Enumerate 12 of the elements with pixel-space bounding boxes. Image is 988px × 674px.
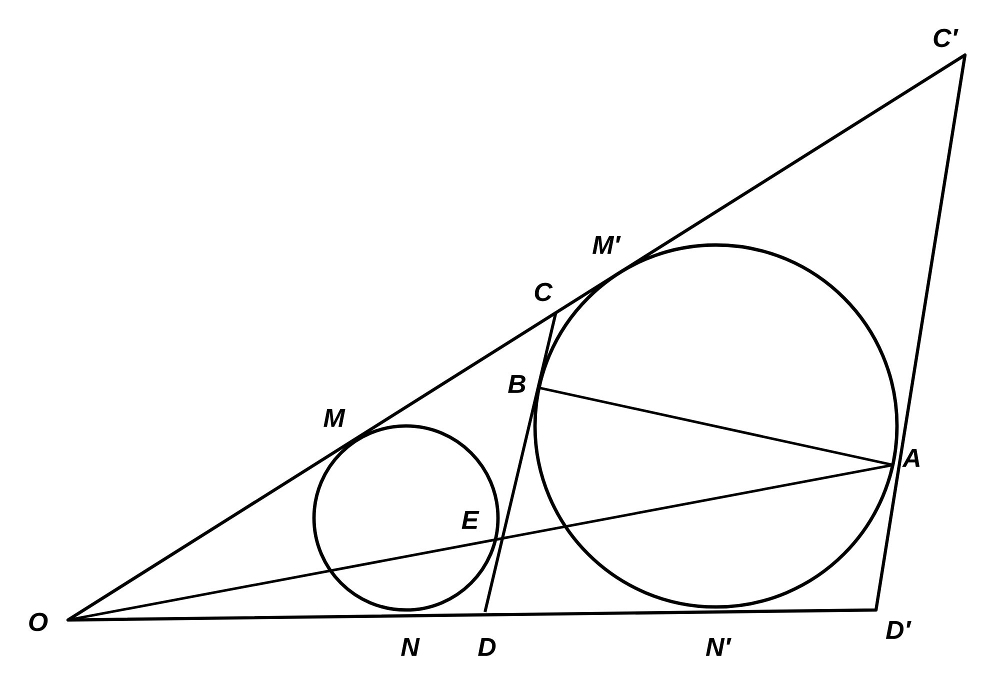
point-label: O <box>29 612 48 632</box>
point-label: A <box>902 449 920 467</box>
point-label: D′ <box>886 621 912 639</box>
point-label: M <box>324 409 346 427</box>
point-label: N <box>401 638 420 656</box>
point-label: D <box>478 638 496 656</box>
point-label: N′ <box>706 638 732 656</box>
point-label: C <box>534 282 553 302</box>
point-label: M′ <box>592 236 621 254</box>
point-label: B <box>508 375 526 393</box>
point-label: C′ <box>934 28 958 48</box>
point-label: E <box>462 511 480 529</box>
